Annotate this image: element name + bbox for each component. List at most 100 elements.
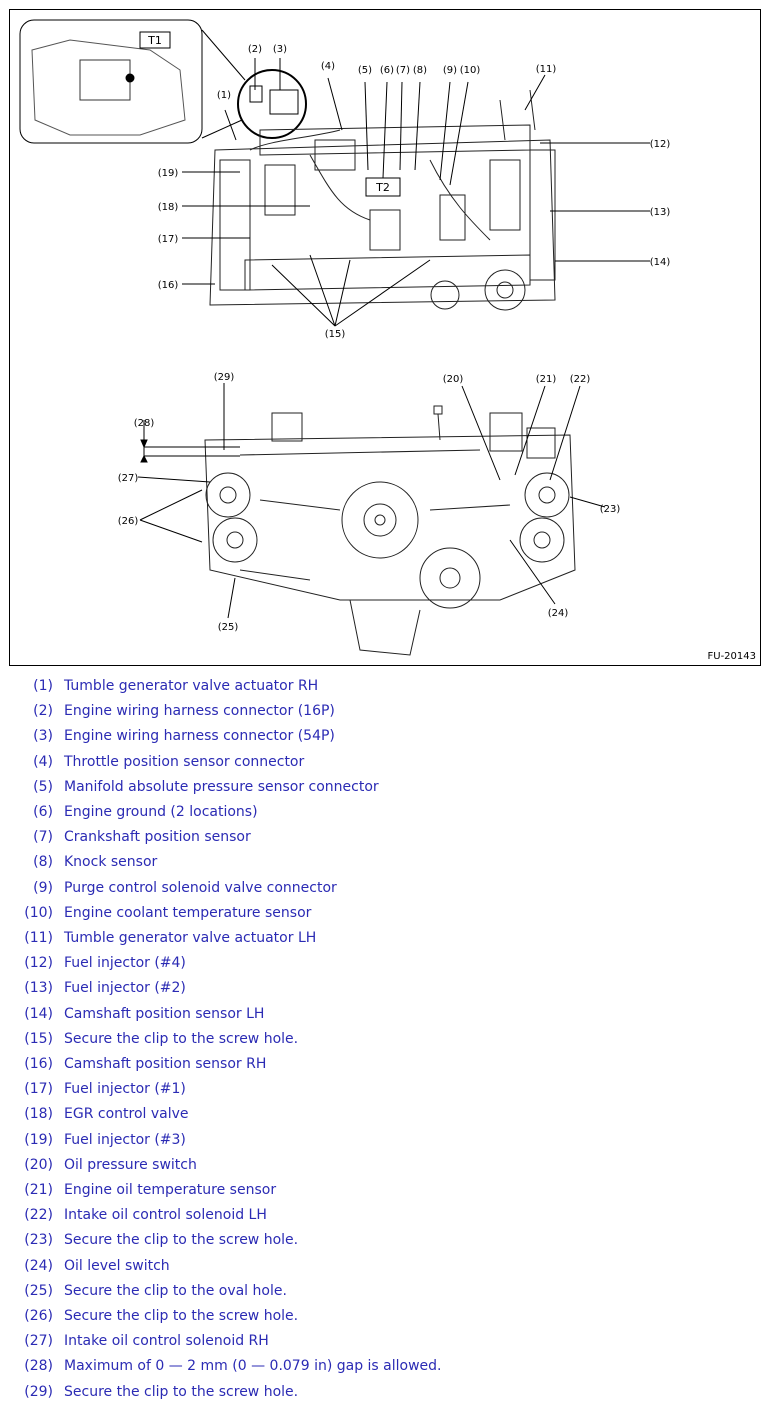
legend-number: (29) (24, 1383, 53, 1400)
callout-15: (15) (325, 329, 346, 340)
callout-4: (4) (321, 61, 335, 72)
legend-number: (5) (33, 778, 53, 795)
legend-item: (26) Secure the clip to the screw hole. (0, 1307, 771, 1332)
callout-7: (7) (396, 65, 410, 76)
legend-text: Oil pressure switch (64, 1156, 197, 1173)
callout-24: (24) (548, 608, 569, 619)
legend-text: Crankshaft position sensor (64, 829, 251, 846)
legend-item: (16) Camshaft position sensor RH (0, 1055, 771, 1080)
legend-text: Fuel injector (#1) (64, 1081, 186, 1098)
callout-28: (28) (134, 418, 155, 429)
legend-item: (10) Engine coolant temperature sensor (0, 904, 771, 929)
legend-number: (21) (24, 1182, 53, 1198)
callout-3: (3) (273, 44, 287, 55)
legend-item: (4) Throttle position sensor connector (0, 753, 771, 778)
callout-23: (23) (600, 504, 621, 515)
legend-text: Engine coolant temperature sensor (64, 904, 312, 921)
legend-text: Throttle position sensor connector (64, 753, 305, 770)
legend-item: (12)Fuel injector (#4) (0, 954, 771, 979)
legend-number: (15) (24, 1030, 53, 1047)
legend-text: Manifold absolute pressure sensor connec… (64, 778, 379, 795)
callout-17: (17) (158, 234, 179, 245)
legend-item: (21) Engine oil temperature sensor (0, 1181, 771, 1206)
legend-text: Knock sensor (64, 854, 158, 871)
callout-labels: (1) (2) (3) (4) (5) (6) (7) (8) (9) (10)… (118, 44, 671, 633)
top-engine-view (209, 89, 556, 311)
callout-11: (11) (536, 64, 557, 75)
legend-text: Intake oil control solenoid RH (64, 1333, 269, 1350)
callout-10: (10) (460, 65, 481, 76)
legend-number: (6) (33, 804, 53, 820)
legend-item: (19) Fuel injector (#3) (0, 1131, 771, 1156)
callout-29: (29) (214, 372, 235, 383)
callout-16: (16) (158, 280, 179, 291)
leader-lines (182, 58, 650, 327)
legend-item: (18)EGR control valve (0, 1105, 771, 1130)
legend-text: Camshaft position sensor RH (64, 1056, 267, 1072)
legend-text: Intake oil control solenoid LH (64, 1207, 267, 1224)
legend-number: (19) (24, 1131, 53, 1148)
legend-text: Purge control solenoid valve connector (64, 879, 337, 896)
legend-number: (8) (33, 854, 53, 871)
legend-text: Fuel injector (#4) (64, 955, 186, 972)
legend-text: Secure the clip to the screw hole. (64, 1232, 299, 1249)
legend-text: Tumble generator valve actuator RH (64, 678, 319, 694)
legend-text: Engine wiring harness connector (54P) (64, 728, 335, 745)
callout-21: (21) (536, 374, 557, 385)
callout-8: (8) (413, 65, 427, 76)
legend-item: (2) Engine wiring harness connector (16P) (0, 702, 771, 727)
legend-item: (25) Secure the clip to the oval hole. (0, 1282, 771, 1307)
callout-27: (27) (118, 473, 139, 484)
callout-18: (18) (158, 202, 179, 213)
legend-text: Maximum of 0 — 2 mm (0 — 0.079 in) gap i… (64, 1358, 442, 1375)
legend-item: (8) Knock sensor (0, 853, 771, 878)
legend-text: Fuel injector (#2) (64, 980, 186, 997)
callout-9: (9) (443, 65, 457, 76)
inset-label-t1: T1 (147, 34, 162, 47)
legend-item: (23) Secure the clip to the screw hole. (0, 1231, 771, 1256)
engine-harness-diagram: T1 T2 (1) (2) (3) (4) (5) (6) (7) (8) (9… (9, 9, 761, 666)
legend-item: (20)Oil pressure switch (0, 1156, 771, 1181)
legend-text: Secure the clip to the screw hole. (64, 1030, 299, 1047)
legend-item: (27) Intake oil control solenoid RH (0, 1332, 771, 1357)
figure-id: FU-20143 (707, 651, 757, 662)
legend-number: (1) (33, 678, 53, 694)
zoom-circle (237, 69, 307, 139)
callout-14: (14) (650, 257, 671, 268)
legend-item: (24) Oil level switch (0, 1257, 771, 1282)
legend-number: (10) (24, 904, 53, 921)
legend-number: (18) (24, 1106, 53, 1123)
legend-item: (15) Secure the clip to the screw hole. (0, 1030, 771, 1055)
legend-number: (28) (24, 1358, 53, 1375)
legend-number: (7) (33, 829, 53, 846)
inset-t1-detail (31, 39, 186, 136)
legend-number: (27) (24, 1333, 53, 1350)
legend-text: Oil level switch (64, 1257, 170, 1274)
legend-number: (2) (33, 703, 53, 720)
legend-number: (13) (24, 980, 53, 997)
legend-number: (25) (24, 1282, 53, 1299)
legend-number: (16) (24, 1056, 53, 1072)
legend-item: (11)Tumble generator valve actuator LH (0, 929, 771, 954)
legend-number: (4) (33, 753, 53, 770)
legend-text: Secure the clip to the oval hole. (64, 1282, 287, 1299)
legend-item: (7) Crankshaft position sensor (0, 828, 771, 853)
legend-number: (26) (24, 1308, 53, 1324)
callout-22: (22) (570, 374, 591, 385)
callout-13: (13) (650, 207, 671, 218)
legend-text: Engine wiring harness connector (16P) (64, 703, 335, 720)
legend-number: (24) (24, 1257, 53, 1274)
legend-number: (23) (24, 1232, 53, 1249)
front-engine-view (204, 405, 576, 656)
inset-t1-part (79, 59, 131, 101)
legend-number: (22) (24, 1207, 53, 1224)
legend-item: (22) Intake oil control solenoid LH (0, 1206, 771, 1231)
callout-25: (25) (218, 622, 239, 633)
callout-12: (12) (650, 139, 671, 150)
legend-text: Secure the clip to the screw hole. (64, 1383, 299, 1400)
legend-text: Fuel injector (#3) (64, 1131, 186, 1148)
callout-5: (5) (358, 65, 372, 76)
legend-number: (14) (24, 1005, 53, 1022)
legend-text: Engine oil temperature sensor (64, 1182, 277, 1198)
legend-text: Secure the clip to the screw hole. (64, 1308, 299, 1324)
